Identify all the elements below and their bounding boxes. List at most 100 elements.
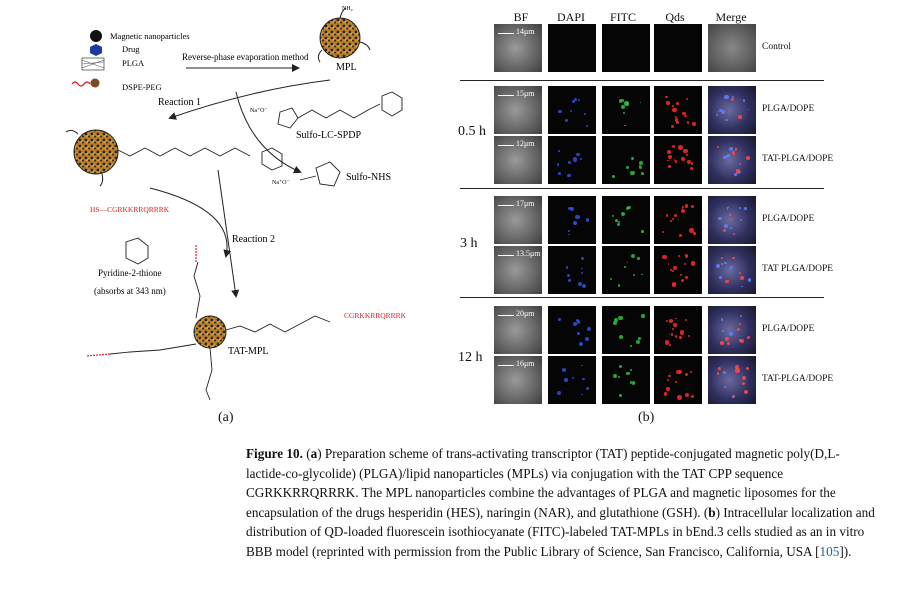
fluorescence-spot (558, 172, 562, 175)
fluorescence-spot (721, 330, 724, 333)
fluorescence-spot (741, 285, 743, 288)
scale-label: 20μm (516, 309, 535, 318)
fluorescence-spot (685, 393, 689, 397)
fluorescence-spot (570, 206, 575, 211)
separator-2 (460, 188, 824, 189)
scale-bar (498, 95, 514, 96)
fluorescence-spot (740, 339, 745, 344)
fluorescence-spot (685, 319, 688, 321)
fluorescence-spot (619, 394, 623, 398)
fluorescence-spot (673, 158, 676, 161)
fluorescence-spot (735, 368, 740, 373)
fluorescence-spot (736, 327, 740, 331)
fluorescence-spot (727, 112, 730, 115)
fluorescence-spot (729, 146, 734, 151)
fluorescence-spot (666, 101, 670, 105)
row-label-5: TAT PLGA/DOPE (762, 264, 834, 274)
fluorescence-spot (576, 320, 581, 324)
fluorescence-spot (746, 335, 751, 340)
fluorescence-spot (725, 119, 728, 122)
fluorescence-spot (668, 372, 671, 375)
col-head-qds: Qds (665, 10, 685, 24)
fluorescence-spot (561, 367, 567, 373)
fluorescence-spot (692, 231, 697, 236)
fluorescence-spot (664, 340, 670, 345)
fluorescence-spot (625, 101, 630, 106)
scale-bar (498, 365, 514, 366)
fluorescence-spot (623, 111, 626, 114)
fluorescence-spot (676, 369, 681, 375)
scale-bar (498, 315, 514, 316)
fluorescence-spot (667, 155, 672, 159)
fluorescence-spot (746, 366, 750, 371)
legend-plga: PLGA (122, 58, 145, 68)
fluorescence-spot (667, 165, 671, 168)
fluorescence-spot (739, 275, 744, 280)
citation-link[interactable]: 105 (819, 543, 840, 559)
fluorescence-spot (667, 263, 670, 265)
fluorescence-spot (629, 368, 633, 371)
fluorescence-spot (677, 254, 680, 257)
fluorescence-spot (672, 270, 675, 273)
fluorescence-spot (568, 161, 571, 165)
fluorescence-spot (570, 110, 573, 113)
fluorescence-spot (673, 323, 677, 328)
sulfo-nhs-structure (299, 161, 341, 187)
fluorescence-spot (669, 344, 671, 346)
tile-qds-row-2 (654, 86, 702, 134)
fluorescence-spot (611, 215, 614, 218)
fluorescence-spot (719, 275, 722, 279)
fluorescence-spot (618, 365, 622, 369)
fluorescence-spot (671, 283, 675, 286)
tile-dapi-row-3 (548, 136, 596, 184)
fluorescence-spot (662, 254, 667, 260)
fluorescence-spot (716, 372, 720, 375)
fluorescence-spot (742, 382, 746, 386)
fluorescence-spot (746, 156, 751, 161)
fluorescence-spot (585, 337, 589, 341)
fluorescence-spot (690, 167, 694, 170)
fluorescence-spot (674, 115, 677, 119)
panel-b-letter: (b) (638, 410, 655, 425)
scale-bar (498, 33, 514, 34)
fluorescence-spot (727, 206, 730, 209)
tile-qds-row-7 (654, 356, 702, 404)
nh2-label: NH₂ (342, 6, 353, 12)
fluorescence-spot (618, 315, 623, 321)
fluorescence-spot (665, 319, 668, 322)
fluorescence-spot (690, 162, 694, 165)
fluorescence-spot (637, 337, 641, 340)
fluorescence-spot (641, 273, 643, 276)
fluorescence-spot (723, 156, 726, 160)
legend-magnetic: Magnetic nanoparticles (110, 31, 190, 41)
fluorescence-spot (617, 284, 620, 287)
nhs-na-label: Na⁺O⁻ (272, 180, 290, 186)
fluorescence-spot (742, 376, 747, 381)
col-head-merge: Merge (715, 10, 747, 24)
caption-end: ]). (839, 543, 852, 559)
fluorescence-spot (731, 98, 735, 102)
fluorescence-spot (582, 377, 586, 381)
col-head-fitc: FITC (609, 10, 636, 24)
fluorescence-spot (556, 163, 560, 166)
tile-fitc-row-3 (602, 136, 650, 184)
fluorescence-spot (724, 155, 729, 159)
fluorescence-spot (630, 156, 635, 160)
fluorescence-spot (680, 278, 685, 283)
reaction1-label: Reaction 1 (158, 97, 201, 108)
fluorescence-spot (738, 338, 743, 343)
fluorescence-spot (576, 152, 581, 157)
fluorescence-spot (723, 371, 727, 375)
fluorescence-spot (674, 160, 678, 163)
scale-label: 15μm (516, 89, 535, 98)
fluorescence-spot (635, 339, 640, 344)
fluorescence-spot (678, 145, 683, 150)
tat-mpl-particle (193, 315, 227, 349)
fluorescence-spot (663, 392, 668, 396)
panel-a-letter: (a) (218, 410, 234, 425)
fluorescence-spot (568, 233, 570, 236)
hs-peptide-label: HS—CGRKKRRQRRRK (90, 205, 170, 214)
fluorescence-spot (580, 393, 583, 396)
row-label-3: TAT-PLGA/DOPE (762, 154, 834, 164)
tile-bf-row-3: 12μm (494, 136, 542, 184)
